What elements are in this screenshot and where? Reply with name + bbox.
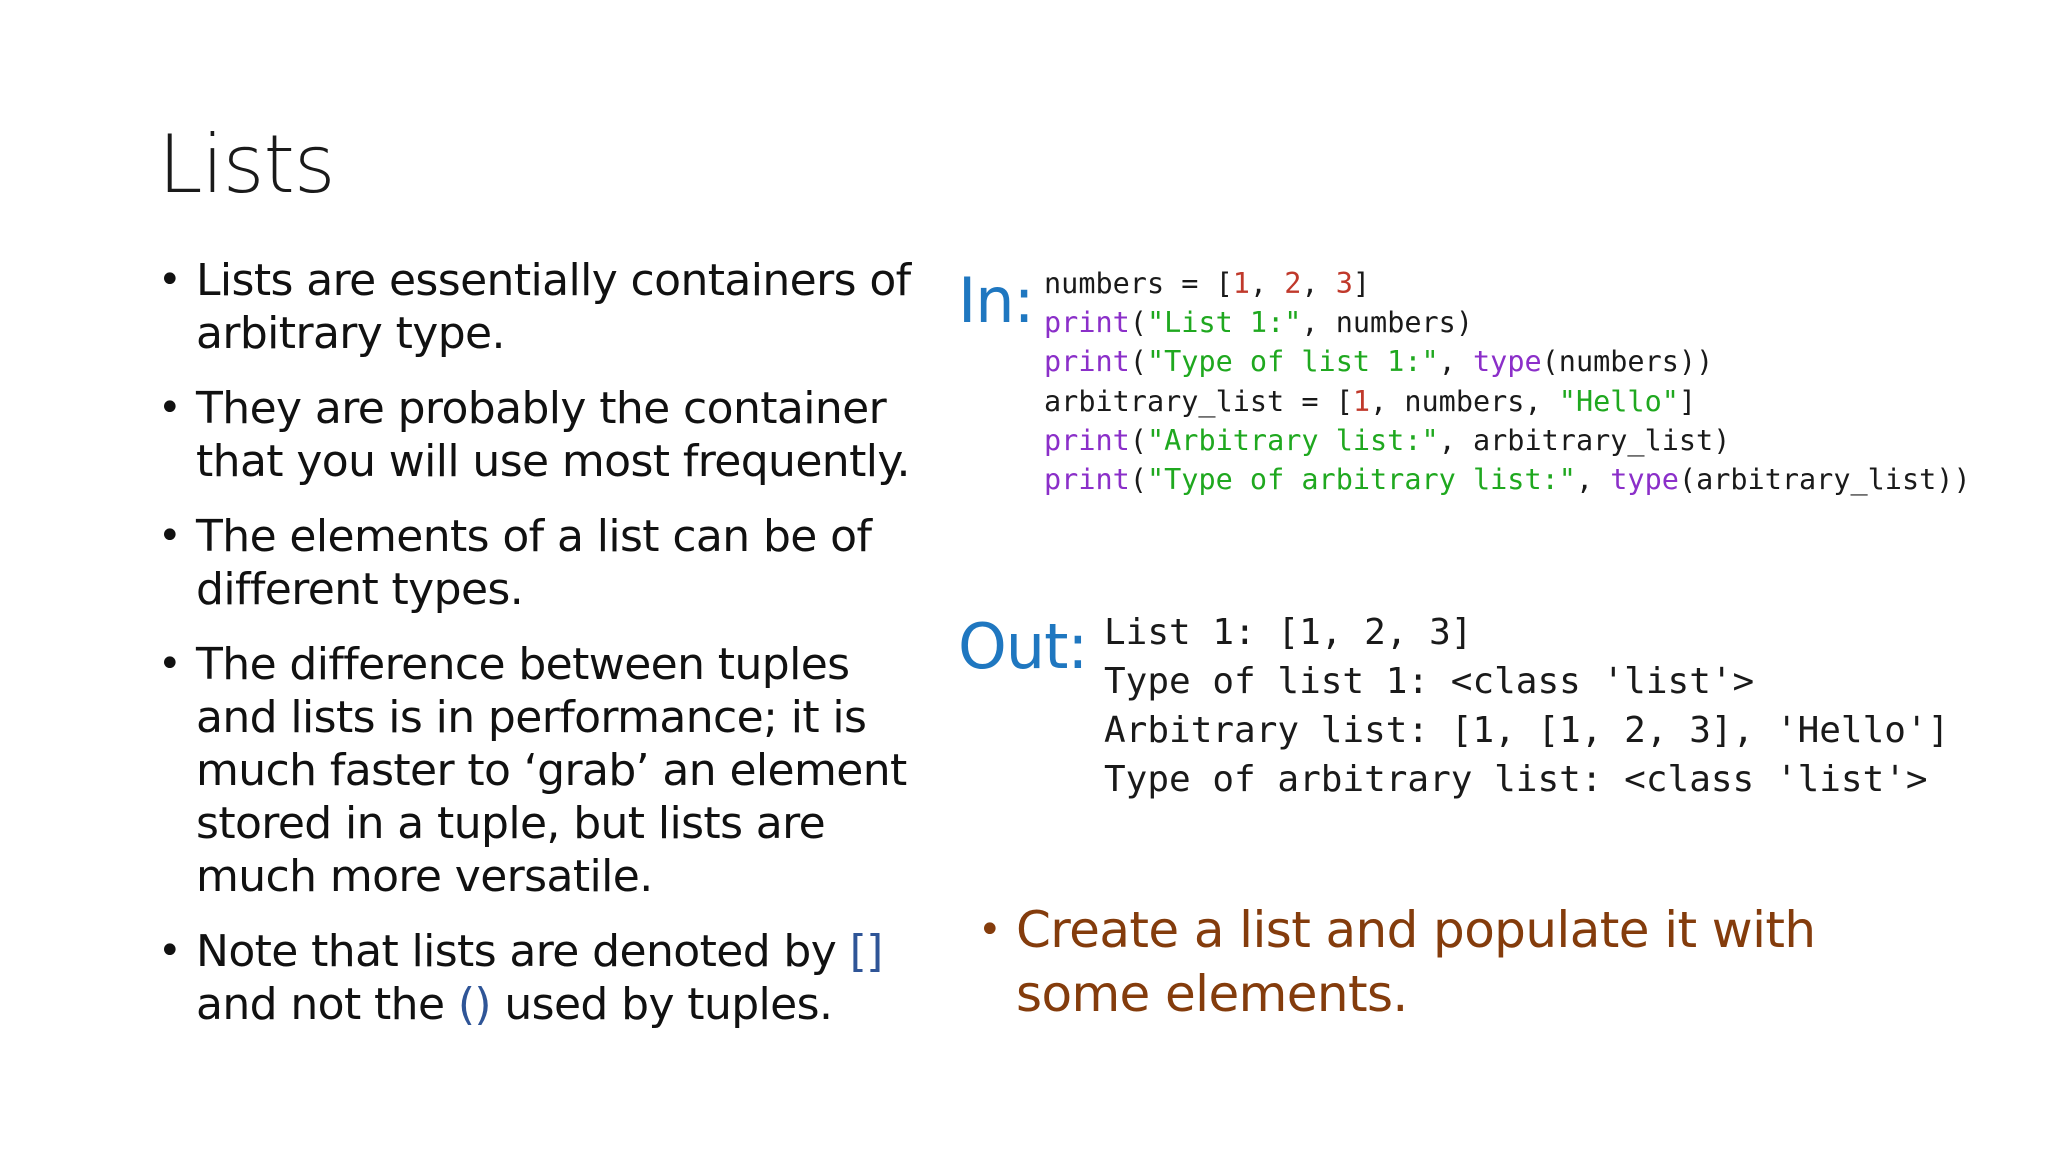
code-string: "Arbitrary list:" [1146,423,1439,457]
input-label: In: [958,264,1034,337]
code-token: ] [1678,384,1697,418]
code-number: 1 [1232,267,1250,300]
code-token: , numbers, [1370,384,1559,418]
code-string: "Type of list 1:" [1146,345,1439,379]
code-keyword: type [1610,463,1679,497]
bullet-text: Lists are essentially containers of arbi… [196,255,911,359]
bullet-item: • They are probably the container that yo… [158,382,938,488]
bullet-text-part: and not the [196,979,458,1030]
bullet-text: The difference between tuples and lists … [196,639,907,902]
bullet-list: • Lists are essentially containers of arb… [158,254,938,1053]
exercise-text: Create a list and populate it with some … [1016,901,1816,1023]
code-token: , [1575,463,1611,497]
bullet-text-part: used by tuples. [490,979,833,1030]
code-keyword: print [1044,306,1130,340]
code-token: (numbers)) [1541,345,1714,379]
code-token: , [1301,267,1336,300]
code-token: ( [1129,423,1147,457]
bullet-item: • The difference between tuples and lists… [158,638,938,903]
code-string: "Hello" [1558,384,1679,418]
output-line: Arbitrary list: [1, [1, 2, 3], 'Hello'] [1104,710,1950,751]
code-keyword: print [1044,423,1130,457]
output-line: Type of arbitrary list: <class 'list'> [1104,759,1928,800]
code-token: ( [1129,463,1147,497]
code-token: ( [1129,345,1147,379]
bullet-item: • The elements of a list can be of differ… [158,510,938,616]
code-input-block: numbers = [1, 2, 3] print("List 1:", num… [1044,264,1971,499]
code-keyword: print [1044,345,1130,379]
code-token: , numbers) [1301,306,1473,340]
code-token: numbers = [ [1044,267,1233,300]
output-label: Out: [958,610,1088,683]
exercise-item: • Create a list and populate it with some… [978,898,1878,1026]
code-token: , [1249,267,1285,300]
bullet-dot: • [158,385,182,431]
bullet-text: They are probably the container that you… [196,383,911,487]
exercise-list: • Create a list and populate it with some… [978,898,1878,1026]
code-token: , arbitrary_list) [1438,423,1731,457]
code-number: 3 [1335,267,1353,300]
code-output-block: List 1: [1, 2, 3] Type of list 1: <class… [1104,608,1949,804]
bullet-text-part: Note that lists are denoted by [196,926,850,977]
code-string: "List 1:" [1146,306,1302,340]
code-token: arbitrary_list = [ [1044,384,1353,418]
code-token: ] [1352,267,1371,300]
code-number: 1 [1352,384,1371,418]
code-token: , [1438,345,1473,379]
bullet-item-notation: • Note that lists are denoted by [] and no… [158,925,938,1031]
bullet-dot: • [158,257,182,303]
code-keyword: type [1473,345,1542,379]
code-keyword: print [1044,463,1130,497]
output-line: Type of list 1: <class 'list'> [1104,661,1755,702]
list-brackets: [] [849,926,884,977]
output-line: List 1: [1, 2, 3] [1104,612,1473,653]
bullet-dot: • [158,641,182,687]
tuple-parens: () [457,979,492,1030]
bullet-dot: • [158,928,182,974]
code-token: ( [1129,306,1147,340]
code-number: 2 [1284,267,1302,300]
code-string: "Type of arbitrary list:" [1146,463,1576,497]
code-token: (arbitrary_list)) [1678,463,1971,497]
bullet-dot: • [978,907,1002,953]
slide-title: Lists [158,118,336,211]
bullet-text: The elements of a list can be of differe… [196,511,872,615]
bullet-dot: • [158,513,182,559]
bullet-item: • Lists are essentially containers of arb… [158,254,938,360]
